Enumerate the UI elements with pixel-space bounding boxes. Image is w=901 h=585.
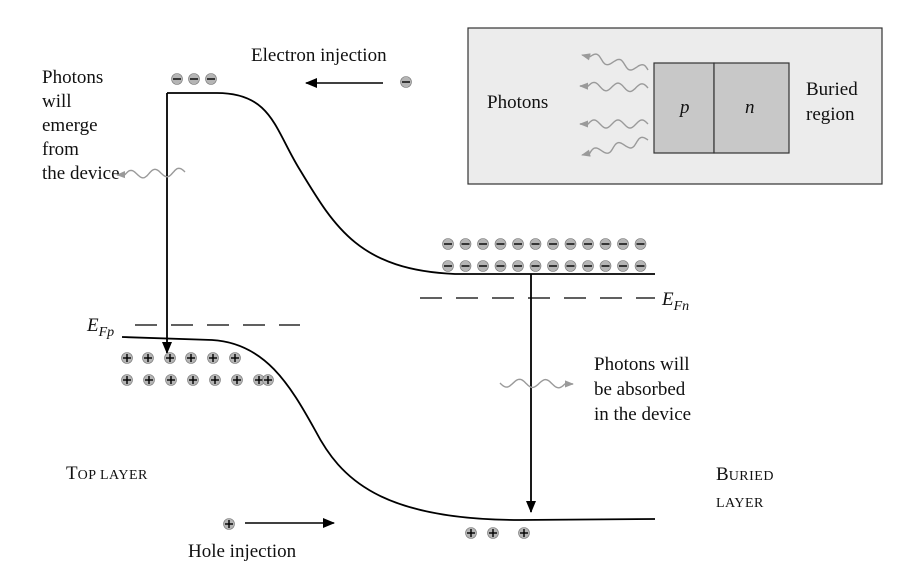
electron-symbol [547, 260, 559, 272]
electron-symbol [634, 260, 647, 272]
p-region [653, 62, 715, 154]
electron-symbol [512, 238, 524, 250]
buried-region-label: Buried region [806, 79, 858, 125]
p-region-label: p [680, 97, 690, 118]
electron-symbol [442, 260, 454, 272]
hole-symbol [121, 374, 133, 386]
electron-symbol [171, 73, 183, 85]
hole-symbol [142, 352, 154, 364]
electron-symbol [564, 260, 577, 272]
electron-symbol [477, 260, 489, 272]
electron-symbol [599, 260, 612, 272]
fermi-level-n-symbol: E [662, 289, 674, 310]
valence-band [121, 336, 656, 521]
buried-layer-label-rest: URIED [728, 469, 774, 484]
hole-symbol [229, 352, 241, 364]
n-region [713, 62, 790, 154]
hole-symbol [187, 374, 199, 386]
top-layer-label: TOP LAYER [66, 462, 148, 488]
electron-symbol [599, 238, 612, 250]
hole-symbol [487, 527, 499, 539]
top-layer-label-rest: OP LAYER [77, 468, 148, 483]
hole-symbol [164, 352, 176, 364]
inset-photon-wave [581, 53, 649, 71]
electron-symbol [459, 260, 472, 272]
hole-symbol [121, 352, 133, 364]
electron-symbol [188, 73, 200, 85]
inset-photons-label: Photons [487, 92, 549, 113]
hole-symbol [223, 518, 235, 530]
hole-symbol [262, 374, 274, 386]
buried-layer-label: BURIED LAYER [716, 462, 774, 516]
fermi-level-p-label: EFp [87, 314, 114, 340]
hole-symbol [209, 374, 221, 386]
hole-symbol [207, 352, 219, 364]
electron-symbol [617, 260, 629, 272]
inset-photon-wave [579, 81, 649, 93]
electron-symbol [564, 238, 577, 250]
electron-symbol [442, 238, 454, 250]
electron-symbol [529, 260, 542, 272]
electron-symbol [582, 260, 594, 272]
electron-symbol [400, 76, 412, 88]
conduction-band [167, 92, 655, 275]
fermi-level-n-label: EFn [662, 288, 689, 314]
electron-symbol [529, 238, 542, 250]
electron-symbol [634, 238, 647, 250]
absorbed-photon-wave [499, 378, 574, 389]
hole-symbol [465, 527, 477, 539]
electron-symbol [459, 238, 472, 250]
hole-symbol [185, 352, 197, 364]
electron-symbol [547, 238, 559, 250]
fermi-level-p-symbol: E [87, 315, 99, 336]
electron-symbol [477, 238, 489, 250]
electron-symbol [494, 238, 507, 250]
inset-photon-wave [579, 119, 649, 129]
inset-photon-wave [581, 136, 649, 157]
buried-layer-label-initial: B [716, 464, 729, 485]
photons-emerge-label: Photons will emerge from the device [42, 67, 120, 184]
emitted-photon-wave [116, 167, 186, 179]
electron-symbol [494, 260, 507, 272]
hole-symbol [143, 374, 155, 386]
hole-symbol [518, 527, 530, 539]
hole-symbol [165, 374, 177, 386]
electron-injection-label: Electron injection [251, 45, 387, 66]
n-region-label: n [745, 97, 755, 118]
electron-symbol [512, 260, 524, 272]
main-photon-waves [116, 167, 574, 389]
carriers [121, 73, 647, 539]
electron-symbol [582, 238, 594, 250]
electron-symbol [205, 73, 217, 85]
hole-injection-label: Hole injection [188, 541, 297, 562]
inset-photon-waves [579, 53, 649, 157]
buried-layer-label-line2: LAYER [716, 496, 764, 511]
hole-symbol [231, 374, 243, 386]
electron-symbol [617, 238, 629, 250]
fermi-level-p-subscript: Fp [98, 325, 115, 340]
fermi-level-n-subscript: Fn [673, 299, 690, 314]
hole-symbol [253, 374, 265, 386]
top-layer-label-initial: T [66, 463, 78, 484]
photons-absorbed-label: Photons will be absorbed in the device [594, 354, 692, 425]
